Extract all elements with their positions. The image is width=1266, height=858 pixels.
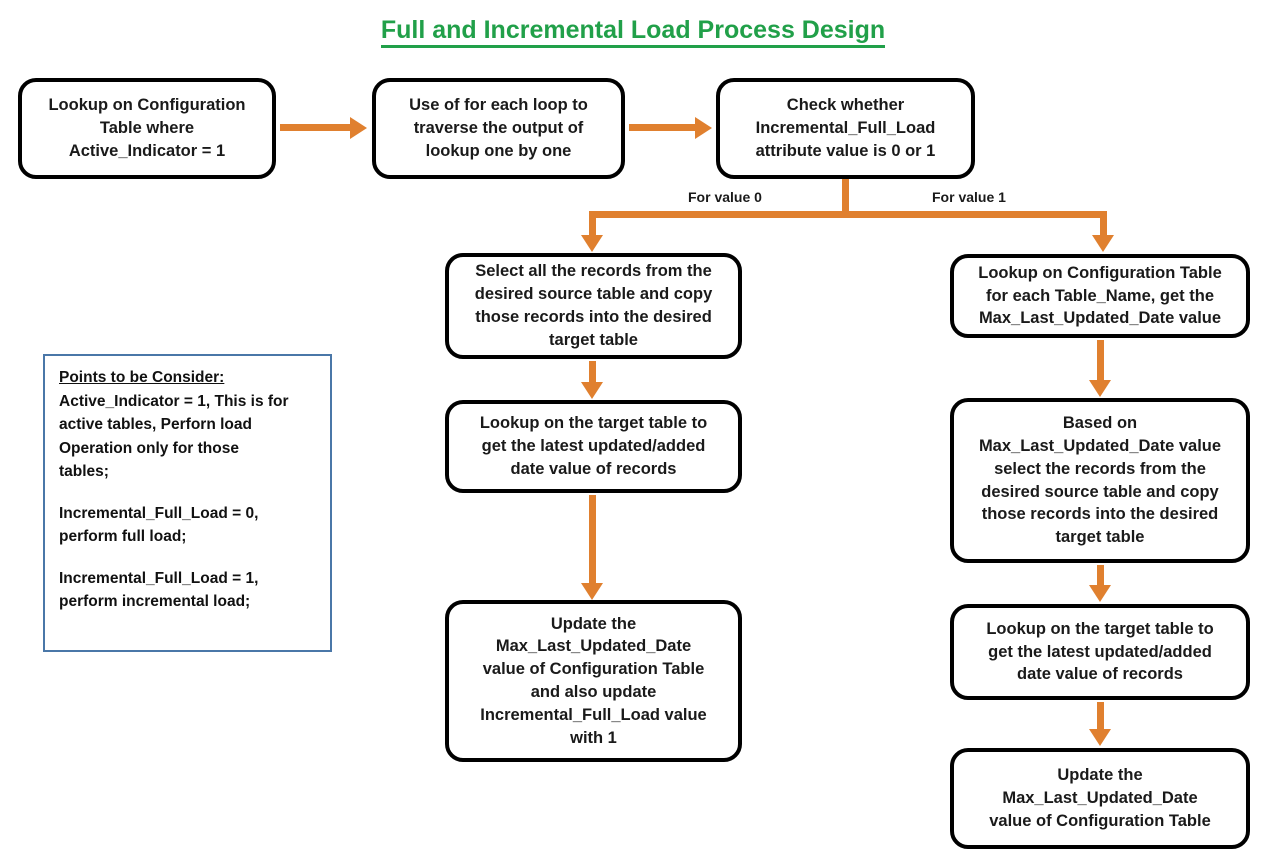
arrow-right-2-head — [1089, 585, 1111, 602]
node-select-all-records[interactable]: Select all the records from the desired … — [445, 253, 742, 359]
arrow-right-2-line — [1097, 565, 1104, 587]
note-paragraph-2: Incremental_Full_Load = 0, perform full … — [59, 504, 259, 546]
arrow-left-1-head — [581, 382, 603, 399]
node-check-incremental-full-load[interactable]: Check whether Incremental_Full_Load attr… — [716, 78, 975, 179]
note-spacer-2 — [59, 549, 318, 567]
arrow-left-1-line — [589, 361, 596, 384]
page-title-text: Full and Incremental Load Process Design — [380, 16, 886, 48]
node-lookup-target-latest-date-right[interactable]: Lookup on the target table to get the la… — [950, 604, 1250, 700]
arrow-left-2-line — [589, 495, 596, 585]
note-paragraph-1: Active_Indicator = 1, This is for active… — [59, 392, 289, 481]
branch-stem — [842, 179, 849, 216]
branch-left-drop — [589, 211, 596, 237]
node-lookup-target-latest-date-left[interactable]: Lookup on the target table to get the la… — [445, 400, 742, 493]
branch-label-left: For value 0 — [688, 189, 762, 205]
arrow-left-2-head — [581, 583, 603, 600]
page-title: Full and Incremental Load Process Design — [0, 16, 1266, 48]
branch-bar — [589, 211, 1107, 218]
branch-left-arrowhead — [581, 235, 603, 252]
node-for-each-loop[interactable]: Use of for each loop to traverse the out… — [372, 78, 625, 179]
node-update-config-max-date[interactable]: Update the Max_Last_Updated_Date value o… — [950, 748, 1250, 849]
node-update-config-and-flag[interactable]: Update the Max_Last_Updated_Date value o… — [445, 600, 742, 762]
arrow-row1-1-line — [280, 124, 352, 131]
arrow-right-3-head — [1089, 729, 1111, 746]
note-spacer-1 — [59, 484, 318, 502]
note-paragraph-3: Incremental_Full_Load = 1, perform incre… — [59, 569, 259, 611]
node-select-records-based-on-max-date[interactable]: Based on Max_Last_Updated_Date value sel… — [950, 398, 1250, 563]
node-lookup-config-active[interactable]: Lookup on Configuration Table where Acti… — [18, 78, 276, 179]
arrow-row1-2-line — [629, 124, 697, 131]
arrow-right-1-line — [1097, 340, 1104, 382]
branch-right-arrowhead — [1092, 235, 1114, 252]
arrow-right-3-line — [1097, 702, 1104, 730]
arrow-row1-2-head — [695, 117, 712, 139]
branch-label-right: For value 1 — [932, 189, 1006, 205]
note-heading: Points to be Consider: — [59, 369, 225, 386]
arrow-right-1-head — [1089, 380, 1111, 397]
arrow-row1-1-head — [350, 117, 367, 139]
node-lookup-config-max-date[interactable]: Lookup on Configuration Table for each T… — [950, 254, 1250, 338]
note-points-to-consider: Points to be Consider: Active_Indicator … — [43, 354, 332, 652]
branch-right-drop — [1100, 211, 1107, 237]
